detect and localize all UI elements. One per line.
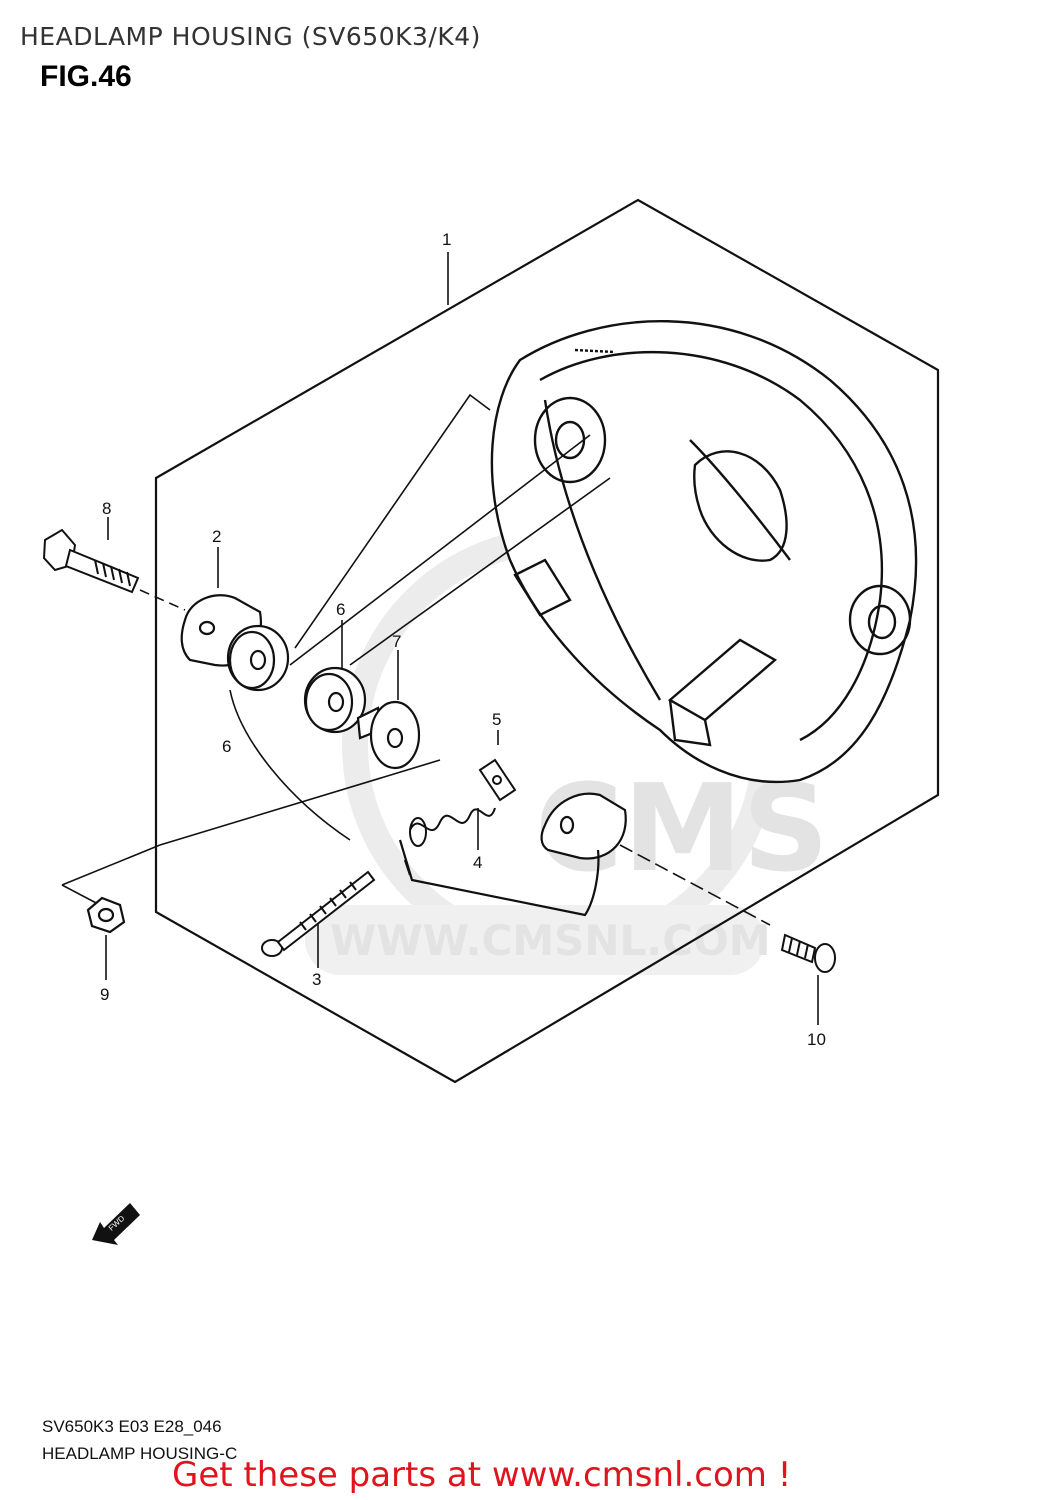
callout-4: 4 xyxy=(473,853,482,872)
drawing-code: SV650K3 E03 E28_046 xyxy=(42,1417,222,1436)
callout-2: 2 xyxy=(212,527,221,546)
callout-1: 1 xyxy=(442,230,451,249)
fwd-arrow-icon: FWD xyxy=(92,1203,140,1245)
callout-9: 9 xyxy=(100,985,109,1004)
figure-number: FIG.46 xyxy=(40,60,132,93)
watermark: CMS WWW.CMSNL.COM xyxy=(305,527,829,975)
callout-7: 7 xyxy=(392,632,401,651)
drawing-caption: HEADLAMP HOUSING-C xyxy=(42,1444,238,1463)
promo-link[interactable]: Get these parts at www.cmsnl.com ! xyxy=(172,1455,792,1495)
callout-8: 8 xyxy=(102,499,111,518)
part-nut-5 xyxy=(478,758,517,802)
part-grommet-6b xyxy=(303,666,367,734)
leader-lines xyxy=(61,252,819,1025)
callout-3: 3 xyxy=(312,970,321,989)
part-bolt-10 xyxy=(780,933,836,973)
callout-10: 10 xyxy=(807,1030,826,1049)
part-nut-9 xyxy=(86,896,126,934)
watermark-url: WWW.CMSNL.COM xyxy=(330,916,771,965)
part-bolt-8 xyxy=(42,528,140,594)
assembly-outline xyxy=(154,198,940,1084)
part-spring-4 xyxy=(409,807,496,847)
part-grommet-6a xyxy=(226,624,290,692)
callout-6-upper: 6 xyxy=(336,600,345,619)
part-collar-7 xyxy=(356,700,421,770)
part-adjuster-bracket xyxy=(398,792,627,917)
page-title: HEADLAMP HOUSING (SV650K3/K4) xyxy=(20,22,481,51)
part-screw-3 xyxy=(261,870,376,957)
callout-6-lower: 6 xyxy=(222,737,231,756)
callout-5: 5 xyxy=(492,710,501,729)
part-headlamp-housing xyxy=(490,319,918,784)
